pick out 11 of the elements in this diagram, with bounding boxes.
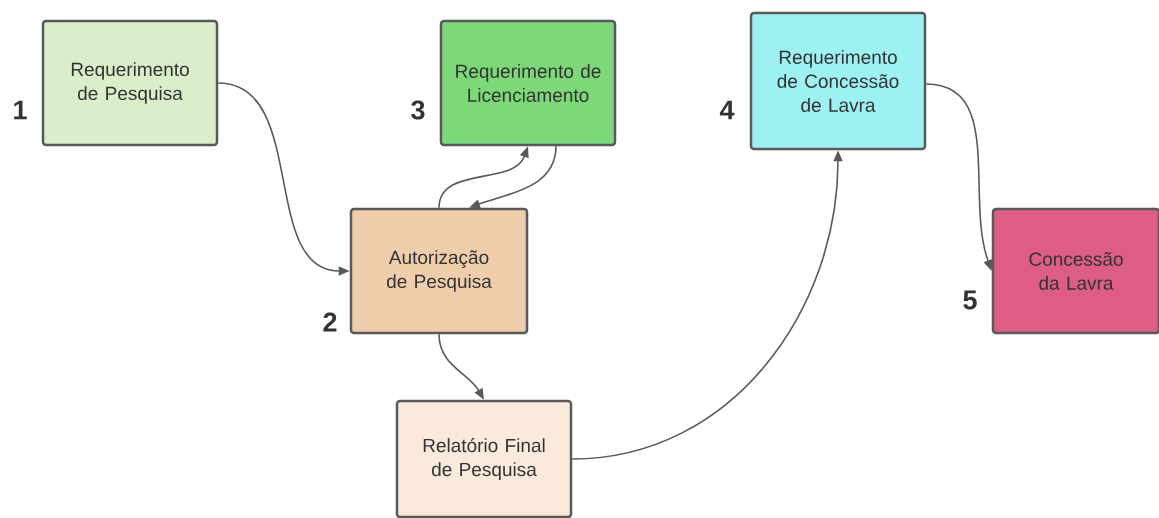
process-box: Concessão da Lavra bbox=[991, 207, 1159, 335]
step-number: 4 bbox=[719, 100, 735, 120]
process-box: Requerimento de Licenciamento bbox=[439, 19, 617, 147]
process-box: Autorização de Pesquisa bbox=[349, 207, 529, 335]
step-number: 3 bbox=[411, 100, 425, 120]
step-number: 2 bbox=[323, 312, 337, 332]
process-box: Requerimento de Concessão de Lavra bbox=[749, 11, 927, 151]
step-number: 1 bbox=[14, 100, 27, 120]
process-box: Requerimento de Pesquisa bbox=[41, 19, 219, 147]
process-box: Relatório Final de Pesquisa bbox=[395, 399, 573, 518]
step-number: 5 bbox=[963, 290, 977, 310]
